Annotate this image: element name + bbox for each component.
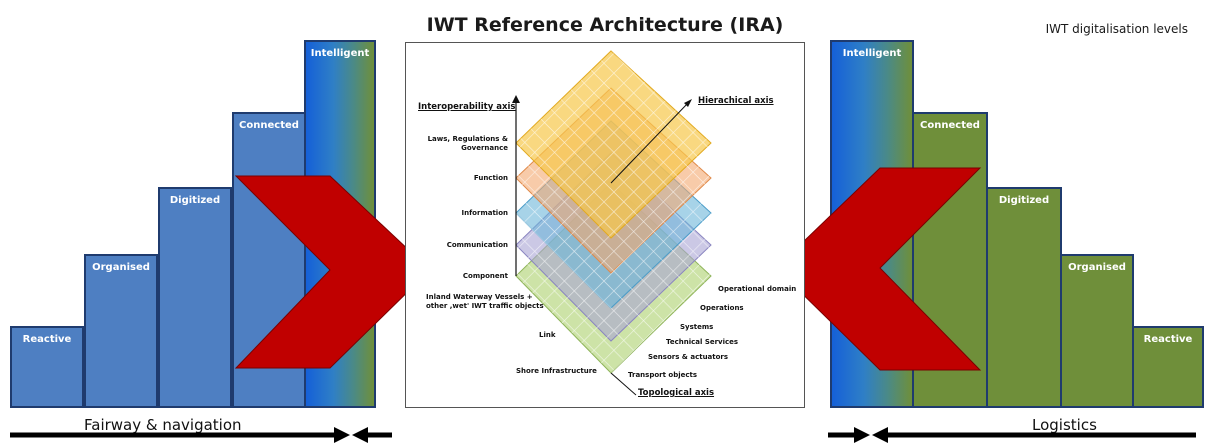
interoperability-axis-arrow	[512, 95, 520, 103]
left-arrow-right-head	[334, 427, 350, 443]
right-step-label: Reactive	[1143, 334, 1193, 345]
ira-layers-graphic	[512, 50, 712, 396]
right-step-label: Digitized	[998, 195, 1050, 206]
left-step-label: Intelligent	[310, 48, 370, 59]
vessels-label-2: other ,wet' IWT traffic objects	[426, 302, 544, 310]
link-label: Link	[539, 331, 556, 339]
layer-label-component: Component	[462, 272, 508, 280]
left-step-digitized: Digitized	[158, 187, 232, 408]
left-step-organised: Organised	[84, 254, 158, 408]
right-step-reactive: Reactive	[1132, 326, 1204, 408]
diagram-title: IWT Reference Architecture (IRA)	[426, 14, 784, 36]
layer-grid-overlay	[516, 51, 711, 373]
right-step-digitized: Digitized	[986, 187, 1062, 408]
layer-label-laws-1: Laws, Regulations &	[427, 135, 508, 143]
hierarchical-axis-arrow	[684, 99, 692, 107]
logistics-label: Logistics	[1032, 416, 1097, 434]
hier-level-sensors: Sensors & actuators	[648, 353, 729, 361]
interoperability-axis-label: Interoperability axis	[418, 102, 516, 112]
fairway-navigation-label: Fairway & navigation	[84, 416, 242, 434]
left-step-reactive: Reactive	[10, 326, 84, 408]
topological-axis-line	[610, 372, 637, 396]
hierarchical-axis-line	[610, 102, 689, 184]
right-chevron-shape	[775, 167, 982, 371]
ira-panel: Interoperability axis Hierachical axis T…	[405, 42, 805, 408]
hier-level-operations: Operations	[700, 304, 744, 312]
topological-axis-label: Topological axis	[638, 388, 715, 398]
left-step-label: Connected	[239, 120, 299, 131]
hier-level-systems: Systems	[680, 323, 714, 331]
right-step-label: Intelligent	[842, 48, 902, 59]
vessels-label-1: Inland Waterway Vessels +	[426, 293, 533, 301]
left-step-label: Organised	[92, 262, 150, 273]
right-step-label: Connected	[920, 120, 980, 131]
left-step-label: Digitized	[169, 195, 221, 206]
hier-level-transport-objects: Transport objects	[628, 371, 698, 379]
right-arrow-right-head	[854, 427, 870, 443]
layer-label-laws-2: Governance	[461, 144, 508, 152]
left-arrow-left-head	[352, 427, 368, 443]
layer-label-communication: Communication	[446, 241, 508, 249]
hierarchical-axis-label: Hierachical axis	[698, 96, 774, 106]
digitalisation-levels-label: IWT digitalisation levels	[1045, 22, 1188, 36]
right-step-organised: Organised	[1060, 254, 1134, 408]
hier-level-technical-services: Technical Services	[666, 338, 739, 346]
right-arrow-left-head	[872, 427, 888, 443]
layer-label-function: Function	[473, 174, 508, 182]
left-chevron-shape	[234, 175, 431, 369]
layer-label-information: Information	[461, 209, 508, 217]
hier-level-operational-domain: Operational domain	[718, 285, 797, 293]
right-step-label: Organised	[1068, 262, 1126, 273]
shore-label: Shore Infrastructure	[516, 367, 597, 375]
left-step-label: Reactive	[22, 334, 72, 345]
